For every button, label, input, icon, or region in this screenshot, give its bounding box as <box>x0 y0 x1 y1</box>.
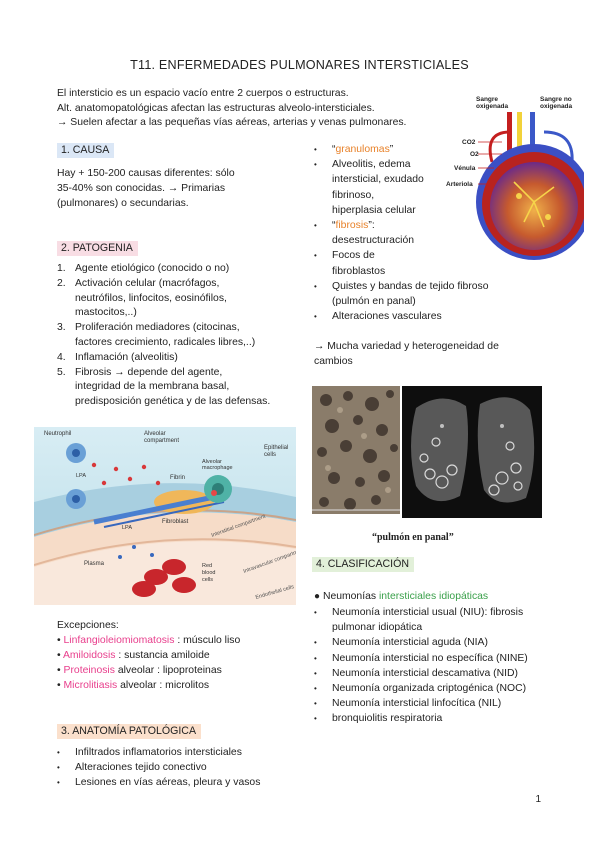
photo-caption: “pulmón en panal” <box>372 532 454 543</box>
clasificacion-item: •Neumonía intersticial usual (NIU): fibr… <box>314 607 524 634</box>
clasificacion-item: •Neumonía intersticial linfocítica (NIL) <box>314 698 502 710</box>
label-epithelial-cells: Epithelial <box>264 445 288 451</box>
patogenia-item: 4.Inflamación (alveolitis) <box>57 351 178 363</box>
section-heading-anatomia: 3. ANATOMÍA PATOLÓGICA <box>57 724 202 739</box>
mechanism-item: • Quistes y bandas de tejido fibroso(pul… <box>314 280 489 308</box>
excepcion-item: • Proteinosis alveolar : lipoproteinas <box>57 665 222 676</box>
label-venula: Vénula <box>454 165 476 172</box>
anatomia-item: •Alteraciones tejido conectivo <box>57 762 207 774</box>
mechanism-item: • “granulomas” <box>314 144 394 155</box>
fibrosis-highlight: fibrosis <box>335 220 369 232</box>
mechanism-item: • “fibrosis”: desestructuración <box>314 220 415 247</box>
label-sangre-oxigenada: Sangre <box>476 96 498 103</box>
clasificacion-top: ● Neumonías intersticiales idiopáticas <box>314 591 489 602</box>
clasificacion-item: •Neumonía intersticial descamativa (NID) <box>314 667 518 679</box>
alveolus-capillary-diagram: Sangre oxigenada Sangre no oxigenada CO2… <box>446 96 584 260</box>
excepciones-block: Excepciones: • Linfangioleiomiomatosis :… <box>57 618 240 693</box>
page-number: 1 <box>535 794 541 805</box>
mechanism-item: • Alteraciones vasculares <box>314 311 442 323</box>
label-epithelial-cells: cells <box>264 452 276 458</box>
causa-line: 35-40% son conocidas. → Primarias <box>57 183 226 194</box>
label-alveolar-compartment: compartment <box>144 438 179 444</box>
excepcion-item: • Linfangioleiomiomatosis : músculo liso <box>57 635 241 646</box>
excepcion-highlight: Amiloidosis <box>62 650 116 661</box>
label-co2: CO2 <box>462 139 476 146</box>
causa-line: Hay + 150-200 causas diferentes: sólo <box>57 168 235 179</box>
excepcion-item: • Amiloidosis : sustancia amiloide <box>57 650 210 661</box>
label-plasma: Plasma <box>84 561 105 567</box>
intro-line: → Suelen afectar a las pequeñas vías aér… <box>57 117 407 129</box>
causa-line: (pulmonares) o secundarias. <box>57 198 189 209</box>
section-heading-causa: 1. CAUSA <box>57 143 115 158</box>
label-neutrophil: Neutrophil <box>44 431 71 437</box>
excepcion-item: • Microlitiasis alveolar : microlitos <box>57 680 210 691</box>
cellular-pathogenesis-diagram: Neutrophil Alveolar compartment Epitheli… <box>34 427 296 605</box>
variedad-note: → Mucha variedad y heterogeneidad de cam… <box>314 341 499 367</box>
label-fibroblast: Fibroblast <box>162 519 189 525</box>
label-alveolar-macrophage: Alveolar <box>202 459 222 465</box>
patogenia-item: 1.Agente etiológico (conocido o no) <box>57 263 230 274</box>
excepcion-highlight: Microlitiasis <box>63 680 118 691</box>
granulomas-highlight: granulomas <box>335 144 390 155</box>
clasificacion-item: •bronquiolitis respiratoria <box>314 713 443 725</box>
label-red-blood-cells: blood <box>202 570 215 576</box>
clasificacion-item: •Neumonía intersticial no específica (NI… <box>314 652 528 664</box>
label-red-blood-cells: cells <box>202 577 213 583</box>
idiopaticas-highlight: intersticiales idiopáticas <box>378 591 489 602</box>
label-o2: O2 <box>470 151 479 158</box>
patogenia-item: 2.Activación celular (macrófagos,neutróf… <box>57 277 227 319</box>
label-alveolar-macrophage: macrophage <box>202 465 233 471</box>
patogenia-list: 1.Agente etiológico (conocido o no) 2.Act… <box>57 262 312 410</box>
excepcion-highlight: Linfangioleiomiomatosis <box>63 635 175 646</box>
label-sangre-no-oxigenada: oxigenada <box>540 103 573 110</box>
anatomia-list: •Infiltrados inflamatorios intersticiale… <box>57 745 307 791</box>
clasificacion-list: ● Neumonías intersticiales idiopáticas •… <box>314 589 554 727</box>
label-arteriola: Arteriola <box>446 181 473 188</box>
anatomia-item: •Infiltrados inflamatorios intersticiale… <box>57 747 242 758</box>
clasificacion-item: •Neumonía organizada criptogénica (NOC) <box>314 683 527 695</box>
intro-line: El intersticio es un espacio vacío entre… <box>57 88 349 99</box>
causa-text: Hay + 150-200 causas diferentes: sólo 35… <box>57 166 235 211</box>
label-fibrin: Fibrin <box>170 475 185 481</box>
label-lpa: LPA <box>122 525 132 531</box>
label-red-blood-cells: Red <box>202 563 212 569</box>
label-alveolar-compartment: Alveolar <box>144 431 166 437</box>
label-sangre-no-oxigenada: Sangre no <box>540 96 572 103</box>
label-sangre-oxigenada: oxigenada <box>476 103 509 110</box>
section-heading-clasificacion: 4. CLASIFICACIÓN <box>312 557 415 572</box>
honeycomb-lung-ct-image <box>402 386 542 518</box>
clasificacion-item: •Neumonía intersticial aguda (NIA) <box>314 637 488 649</box>
page-title: T11. ENFERMEDADES PULMONARES INTERSTICIA… <box>130 58 469 72</box>
intro-line: Alt. anatomopatológicas afectan las estr… <box>57 102 375 114</box>
intro-text: El intersticio es un espacio vacío entre… <box>57 87 406 131</box>
patogenia-item: 3.Proliferación mediadores (citocinas,fa… <box>57 322 256 348</box>
patogenia-item: 5.Fibrosis → depende del agente,integrid… <box>57 366 271 408</box>
label-lpa: LPA <box>76 473 86 479</box>
honeycomb-lung-gross-photo <box>312 386 400 514</box>
excepciones-heading: Excepciones: <box>57 620 119 631</box>
anatomia-item: •Lesiones en vías aéreas, pleura y vasos <box>57 777 261 789</box>
excepcion-highlight: Proteinosis <box>63 665 115 676</box>
section-heading-patogenia: 2. PATOGENIA <box>57 241 138 256</box>
